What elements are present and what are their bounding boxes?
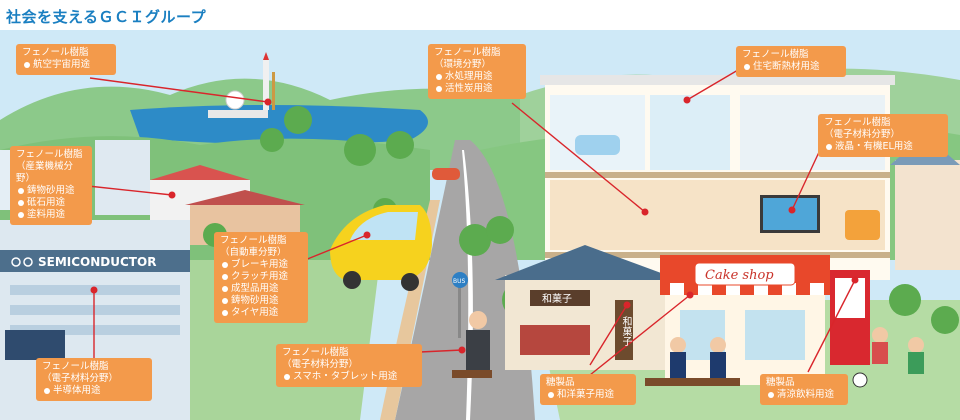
label-display-sub: （電子材料分野）	[824, 129, 901, 140]
label-aerospace-head: フェノール樹脂	[22, 47, 89, 58]
cake-shop-sign: Cake shop	[705, 268, 774, 283]
label-semiconductor: フェノール樹脂 （電子材料分野） 半導体用途	[36, 358, 152, 401]
label-drinks-item: 清涼飲料用途	[766, 389, 842, 401]
wagashi-shop-sign: 和菓子	[542, 293, 572, 305]
wagashi-vertical-sign: 和菓子	[620, 316, 631, 346]
semiconductor-sign: SEMICONDUCTOR	[38, 255, 156, 269]
label-environment-sub: （環境分野）	[434, 59, 492, 70]
label-display-head: フェノール樹脂	[824, 117, 891, 128]
label-semiconductor-item: 半導体用途	[42, 385, 146, 397]
label-industrial-item: 鋳物砂用途	[16, 185, 86, 197]
label-industrial-item: 砥石用途	[16, 197, 86, 209]
label-smartphone-sub: （電子材料分野）	[282, 359, 359, 370]
label-automotive-item: 鋳物砂用途	[220, 295, 302, 307]
label-industrial-item: 塗料用途	[16, 209, 86, 221]
label-smartphone-head: フェノール樹脂	[282, 347, 349, 358]
label-wagashi: 糖製品 和洋菓子用途	[540, 374, 636, 405]
label-automotive: フェノール樹脂 （自動車分野） ブレーキ用途 クラッチ用途 成型品用途 鋳物砂用…	[214, 232, 308, 323]
label-automotive-item: ブレーキ用途	[220, 259, 302, 271]
label-smartphone-item: スマホ・タブレット用途	[282, 371, 416, 383]
label-industrial-sub: （産業機械分野）	[16, 161, 74, 184]
label-drinks: 糖製品 清涼飲料用途	[760, 374, 848, 405]
label-environment-item: 水処理用途	[434, 71, 520, 83]
label-housing: フェノール樹脂 住宅断熱材用途	[736, 46, 846, 77]
label-automotive-head: フェノール樹脂	[220, 235, 287, 246]
label-wagashi-item: 和洋菓子用途	[546, 389, 630, 401]
label-aerospace-item: 航空宇宙用途	[22, 59, 110, 71]
label-automotive-sub: （自動車分野）	[220, 247, 287, 258]
page-title: 社会を支えるＧＣＩグループ	[6, 8, 207, 26]
label-drinks-head: 糖製品	[766, 377, 795, 388]
label-display: フェノール樹脂 （電子材料分野） 液晶・有機EL用途	[818, 114, 948, 157]
label-automotive-item: クラッチ用途	[220, 271, 302, 283]
label-wagashi-head: 糖製品	[546, 377, 575, 388]
label-environment: フェノール樹脂 （環境分野） 水処理用途 活性炭用途	[428, 44, 526, 99]
label-display-item: 液晶・有機EL用途	[824, 141, 942, 153]
label-smartphone: フェノール樹脂 （電子材料分野） スマホ・タブレット用途	[276, 344, 422, 387]
label-automotive-item: タイヤ用途	[220, 307, 302, 319]
label-semiconductor-head: フェノール樹脂	[42, 361, 109, 372]
bus-stop-sign: BUS	[453, 278, 466, 285]
label-industrial: フェノール樹脂 （産業機械分野） 鋳物砂用途 砥石用途 塗料用途	[10, 146, 92, 225]
label-housing-head: フェノール樹脂	[742, 49, 809, 60]
label-environment-head: フェノール樹脂	[434, 47, 501, 58]
label-industrial-head: フェノール樹脂	[16, 149, 83, 160]
label-semiconductor-sub: （電子材料分野）	[42, 373, 119, 384]
label-automotive-item: 成型品用途	[220, 283, 302, 295]
label-housing-item: 住宅断熱材用途	[742, 61, 840, 73]
label-environment-item: 活性炭用途	[434, 83, 520, 95]
label-aerospace: フェノール樹脂 航空宇宙用途	[16, 44, 116, 75]
